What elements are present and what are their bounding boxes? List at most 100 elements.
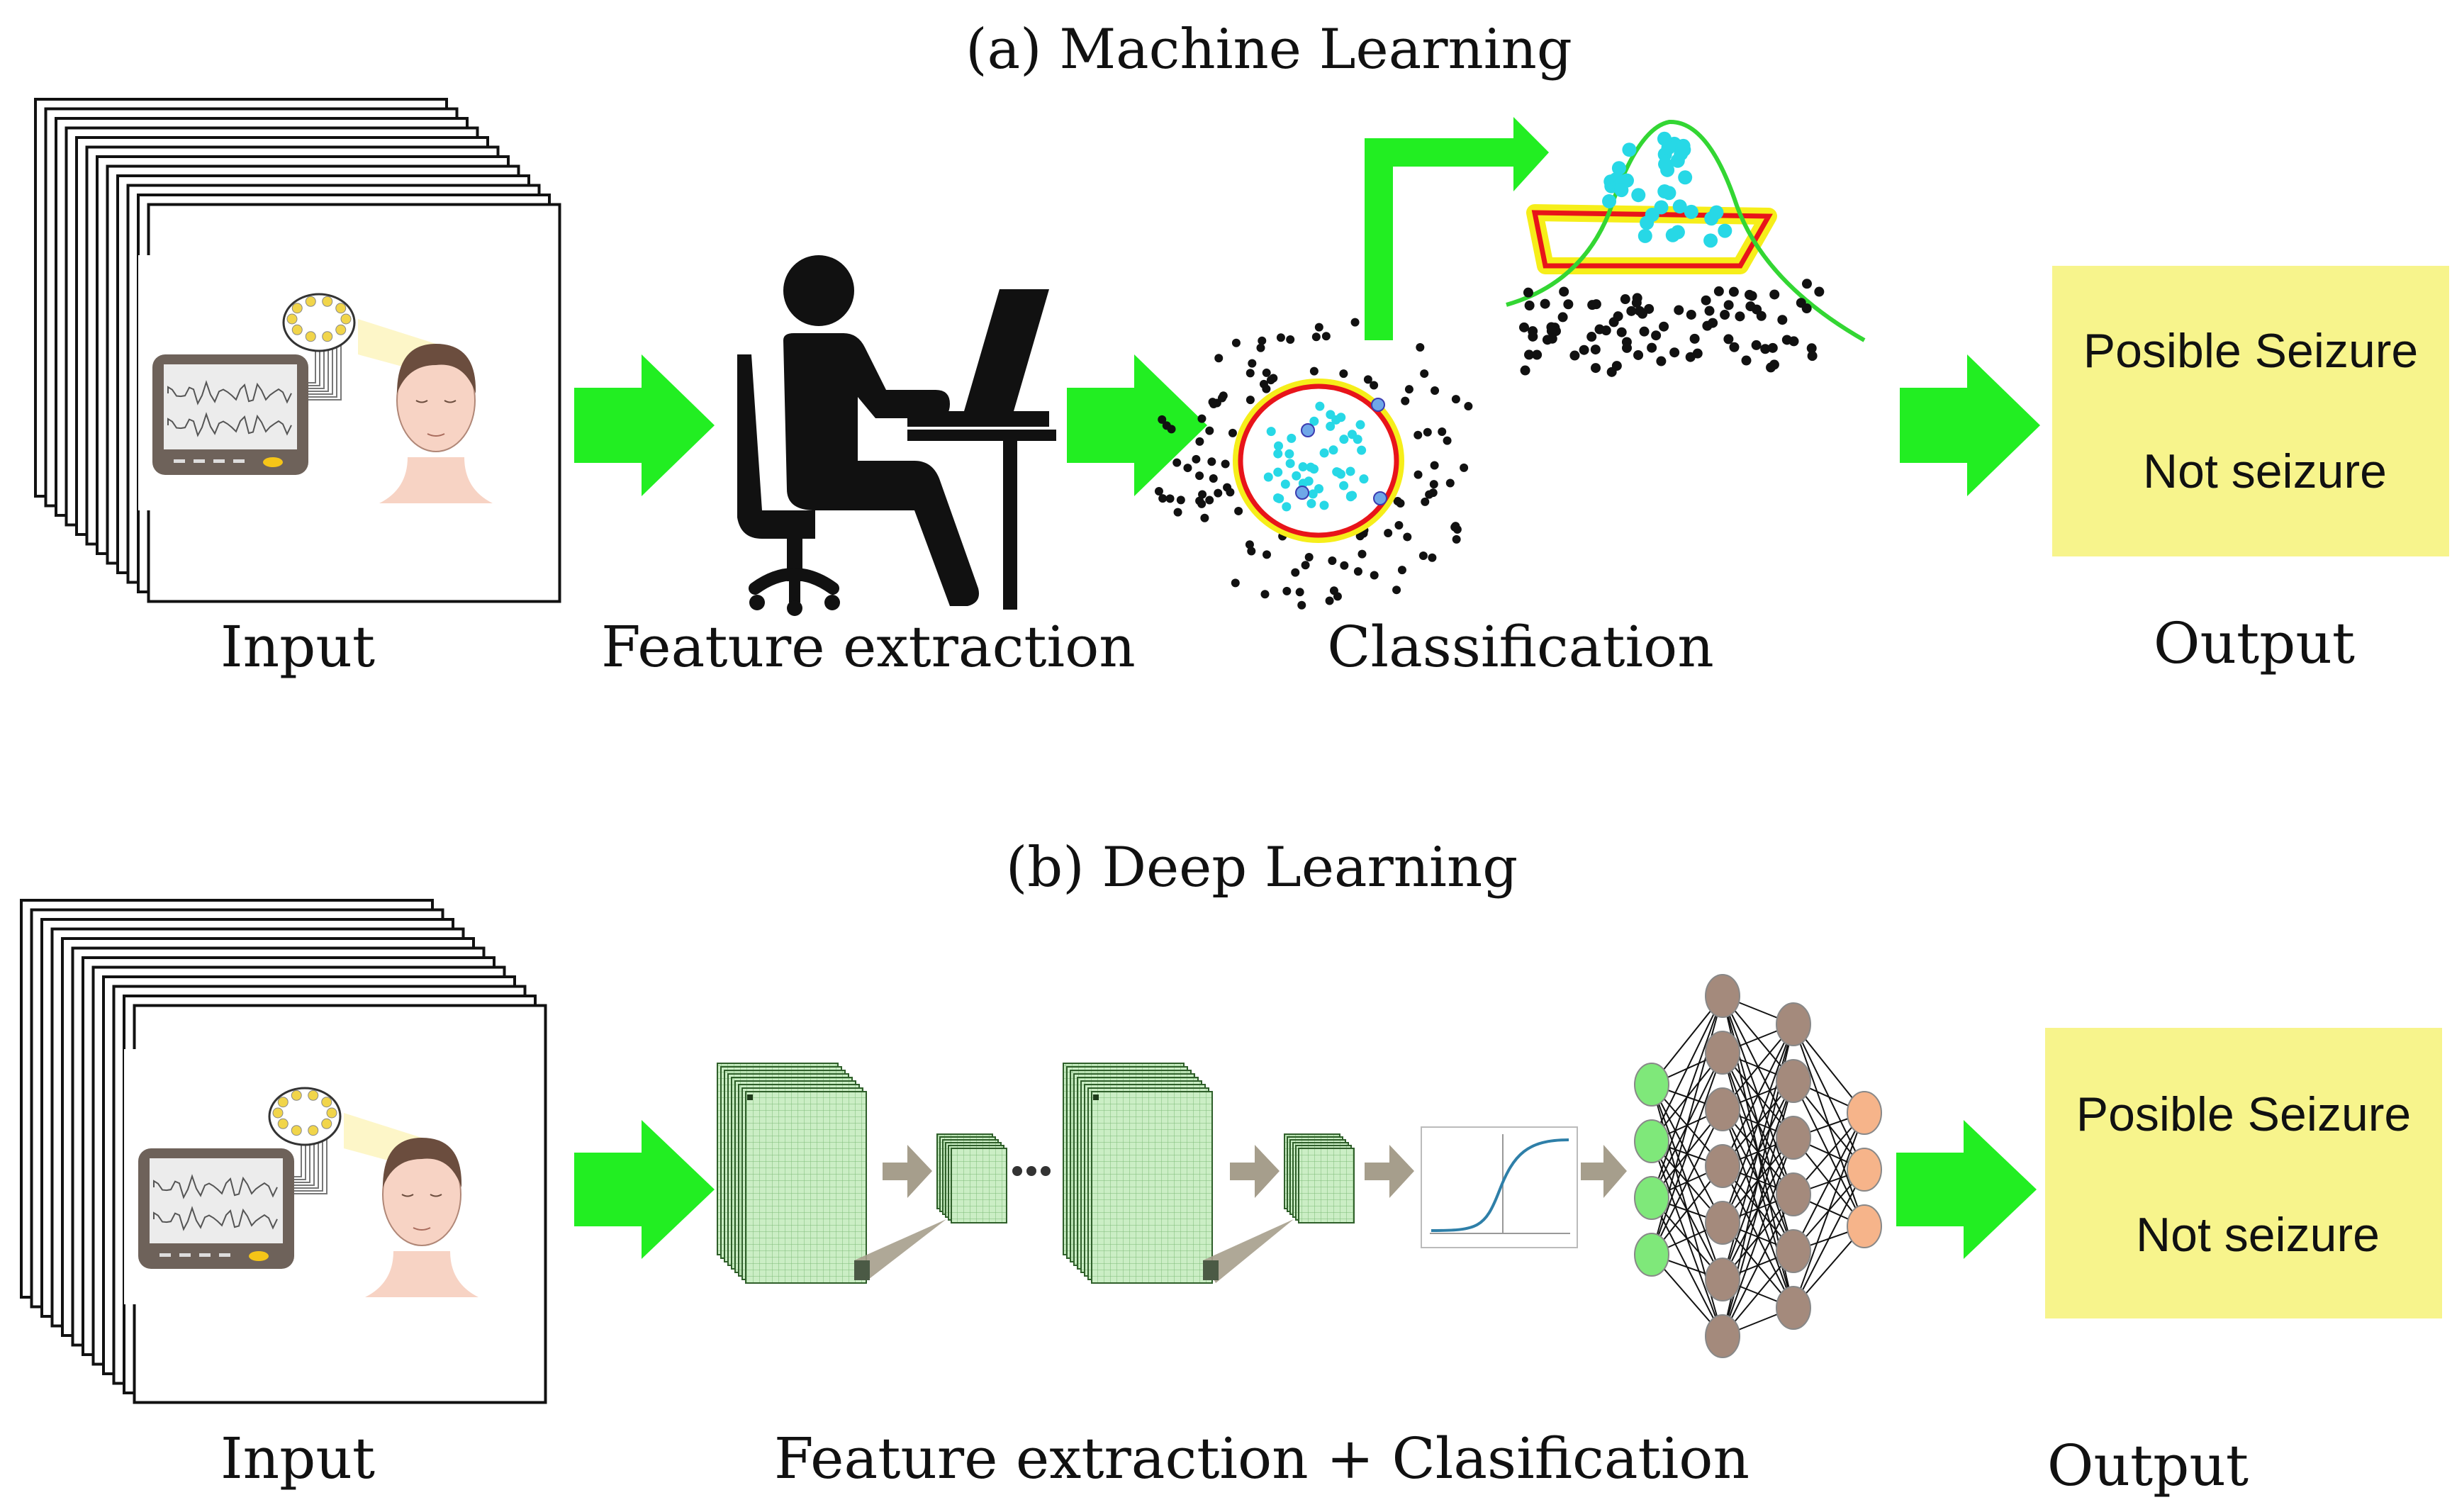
negative-sample-dot (1611, 361, 1622, 371)
positive-sample-dot (1614, 183, 1629, 198)
bell-curve-line (1506, 119, 1866, 342)
negative-sample-dot (1546, 325, 1557, 336)
negative-sample-dot (1524, 301, 1535, 311)
negative-sample-dot (1720, 310, 1730, 320)
negative-sample-dot (1231, 338, 1241, 347)
receptive-field (1203, 1260, 1219, 1280)
monitor-button (213, 459, 225, 463)
negative-sample-dot (1659, 321, 1669, 332)
nn-connection (1793, 1112, 1865, 1309)
electrode (291, 303, 303, 314)
positive-sample-dot (1672, 199, 1687, 214)
electrode (335, 303, 347, 314)
electrode (326, 1107, 337, 1119)
electrode (335, 324, 347, 335)
dl-output-label: Output (2047, 1433, 2249, 1499)
negative-sample-dot (1269, 374, 1278, 383)
positive-sample-dot (1332, 467, 1342, 477)
dl-input-label: Input (220, 1426, 375, 1491)
negative-sample-dot (1622, 342, 1633, 353)
positive-sample-dot (1611, 161, 1626, 176)
positive-sample-dot (1273, 467, 1283, 477)
positive-sample-dot (1292, 471, 1301, 481)
negative-sample-dot (1451, 522, 1460, 531)
nn-node (1634, 1176, 1669, 1220)
monitor-led (249, 1251, 269, 1261)
negative-sample-dot (1363, 375, 1372, 384)
negative-sample-dot (1154, 486, 1163, 495)
ml-input-label: Input (220, 614, 375, 680)
nn-node (1705, 1314, 1740, 1358)
negative-sample-dot (1195, 471, 1204, 481)
monitor-button (219, 1253, 230, 1257)
small-arrow (1365, 1145, 1414, 1198)
negative-sample-dot (1620, 294, 1630, 305)
negative-sample-dot (1519, 322, 1530, 332)
positive-sample-dot (1306, 462, 1316, 472)
negative-sample-dot (1760, 344, 1771, 354)
negative-sample-dot (1520, 365, 1530, 376)
negative-sample-dot (1814, 286, 1825, 297)
negative-sample-dot (1745, 301, 1756, 312)
patient-mouth (413, 1227, 431, 1231)
negative-sample-dot (1209, 474, 1218, 483)
electrode (272, 1107, 284, 1119)
ml-output-item-1: Posible Seizure (2083, 324, 2418, 378)
negative-sample-dot (1639, 326, 1650, 337)
negative-sample-dot (1569, 350, 1580, 361)
negative-sample-dot (1195, 437, 1204, 446)
positive-sample-dot (1718, 223, 1732, 238)
negative-sample-dot (1248, 359, 1257, 368)
negative-sample-dot (1704, 306, 1715, 316)
nn-node (1634, 1119, 1669, 1163)
positive-sample-dot (1339, 435, 1349, 444)
positive-sample-dot (1645, 208, 1659, 223)
ml-eeg-scene (138, 255, 535, 510)
negative-sample-dot (1633, 349, 1644, 360)
negative-sample-dot (1234, 506, 1243, 515)
electrode (286, 313, 298, 325)
negative-sample-dot (1418, 551, 1428, 560)
negative-sample-dot (1228, 428, 1237, 437)
negative-sample-dot (1357, 549, 1367, 559)
negative-sample-dot (1559, 286, 1569, 297)
positive-sample-dot (1703, 233, 1718, 248)
patient-neck (379, 457, 493, 503)
negative-sample-dot (1769, 289, 1780, 300)
negative-sample-dot (1685, 352, 1696, 362)
negative-sample-dot (1769, 359, 1779, 370)
small-arrow (1581, 1145, 1627, 1198)
negative-sample-dot (1747, 291, 1757, 301)
negative-sample-dot (1350, 318, 1360, 327)
feature-map-layer (745, 1091, 867, 1284)
positive-sample-dot (1298, 461, 1308, 471)
support-vector-dot (1373, 491, 1387, 505)
nn-connection (1651, 995, 1723, 1199)
negative-sample-dot (1532, 349, 1543, 360)
dl-feature-maps (717, 1063, 1627, 1284)
negative-sample-dot (1231, 578, 1240, 588)
electrode (291, 324, 303, 335)
negative-sample-dot (1451, 395, 1460, 404)
negative-sample-dot (1756, 310, 1767, 321)
negative-sample-dot (1404, 385, 1413, 394)
negative-sample-dot (1656, 356, 1667, 366)
support-vector-dot (1371, 398, 1385, 412)
negative-sample-dot (1701, 295, 1711, 306)
monitor-led (263, 457, 283, 467)
negative-sample-dot (1260, 590, 1270, 599)
monitor-button (179, 1253, 191, 1257)
eeg-screen (164, 364, 297, 449)
positive-sample-dot (1328, 445, 1338, 455)
neural-network-icon (1634, 974, 1882, 1358)
projection-wedge (854, 1219, 946, 1279)
pooled-map-layer (1298, 1148, 1355, 1223)
eeg-wave (167, 412, 292, 437)
negative-sample-dot (1445, 478, 1455, 488)
negative-sample-dot (1262, 368, 1271, 377)
positive-sample-dot (1284, 449, 1294, 459)
positive-sample-dot (1273, 449, 1283, 459)
monitor-button (174, 459, 185, 463)
positive-sample-dot (1674, 146, 1689, 161)
negative-sample-dot (1304, 552, 1314, 561)
